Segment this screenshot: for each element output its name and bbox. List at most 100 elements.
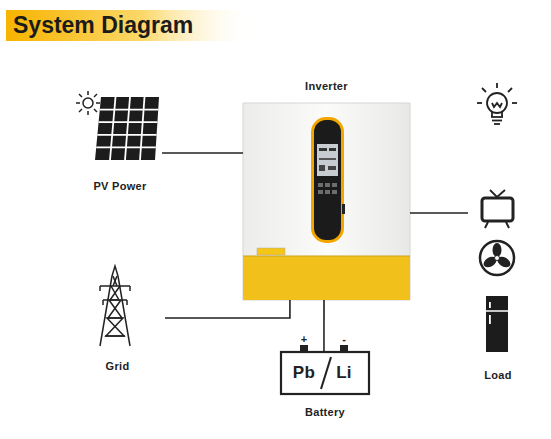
panel-grid-line xyxy=(97,134,156,136)
sun-ray xyxy=(79,109,82,112)
lcd-segment xyxy=(328,166,336,170)
node-label: Inverter xyxy=(243,78,410,94)
grid-node: Grid xyxy=(70,262,165,374)
bulb-icon xyxy=(477,83,517,124)
connector-line xyxy=(410,212,468,214)
fridge-handle xyxy=(489,315,491,324)
sun-ray xyxy=(87,91,89,95)
node-label: Battery xyxy=(278,404,372,420)
fridge-door-split xyxy=(486,310,508,312)
tower-peak xyxy=(112,266,118,276)
tower-lattice xyxy=(113,276,117,286)
panel-button xyxy=(325,190,330,194)
panel-grid-line xyxy=(100,109,158,111)
battery-chemistry: Li xyxy=(329,363,359,383)
tv-stand xyxy=(485,222,488,228)
display-panel xyxy=(314,120,341,240)
fan-hub xyxy=(495,256,500,261)
fridge-handle xyxy=(489,302,491,308)
battery-node: Pb LiBattery xyxy=(278,352,372,422)
node-label: Load xyxy=(468,367,528,383)
inverter-illustration xyxy=(243,103,410,300)
sun-disc xyxy=(83,98,93,108)
panel-grid-line xyxy=(110,97,116,160)
display-notch xyxy=(342,204,345,214)
bulb-ray xyxy=(482,88,486,92)
tower-lattice xyxy=(110,286,120,300)
bulb-base xyxy=(492,120,502,122)
bulb-glass xyxy=(487,93,507,113)
bulb-base xyxy=(494,123,500,125)
fan-guard xyxy=(480,241,514,275)
sun-icon xyxy=(76,91,100,115)
tower-lattice xyxy=(106,300,125,336)
sun-ray xyxy=(87,111,89,115)
diagram-title: System Diagram xyxy=(13,12,193,39)
inverter-node: Inverter xyxy=(243,78,410,300)
transmission-tower-icon xyxy=(100,266,130,346)
bulb-ray xyxy=(477,102,482,104)
sun-ray xyxy=(94,109,97,112)
connector-line xyxy=(165,300,290,318)
node-label: Grid xyxy=(70,358,165,374)
tower-arm xyxy=(100,285,130,287)
solar-panel-icon xyxy=(95,97,159,160)
terminal-sign: + xyxy=(299,334,309,344)
title-band xyxy=(6,10,256,41)
panel-grid xyxy=(96,97,158,160)
bulb-ray xyxy=(496,83,498,88)
battery-slash xyxy=(321,357,331,389)
inverter-seam xyxy=(243,256,410,257)
lcd-segment xyxy=(319,158,336,160)
lcd-segment xyxy=(329,148,336,151)
node-label: PV Power xyxy=(78,178,162,194)
sun-ray xyxy=(96,102,100,104)
sun-ray xyxy=(79,94,82,97)
tv-antenna xyxy=(490,190,497,197)
lcd-segment xyxy=(319,148,327,151)
tv-icon xyxy=(482,190,513,228)
warning-sticker xyxy=(257,248,285,255)
sun-ray xyxy=(94,94,97,97)
inverter-base xyxy=(243,256,410,300)
tower-insulator xyxy=(99,286,101,291)
battery-case xyxy=(281,352,369,394)
panel-grid-line xyxy=(96,146,156,148)
fan-blade xyxy=(493,243,502,257)
tower-insulator xyxy=(129,286,131,291)
tv-stand xyxy=(506,222,509,228)
tv-screen xyxy=(482,198,513,221)
bulb-base xyxy=(491,116,503,118)
bulb-ray xyxy=(508,88,512,92)
terminal-sign: - xyxy=(339,334,349,344)
panel-button xyxy=(318,183,323,187)
panel-button xyxy=(318,190,323,194)
fridge-body xyxy=(486,296,508,352)
tv-antenna xyxy=(497,190,505,197)
panel-button xyxy=(325,183,330,187)
battery-chemistry: Pb xyxy=(287,363,321,383)
fan-icon xyxy=(480,241,514,275)
sun-ray xyxy=(76,102,80,104)
pv-node: PV Power xyxy=(78,92,162,194)
connector-line xyxy=(323,300,325,352)
inverter-body xyxy=(243,103,410,300)
bulb-filament xyxy=(492,103,502,107)
connector-line xyxy=(162,152,243,154)
panel-grid-line xyxy=(140,97,145,160)
bulb-ray xyxy=(512,102,517,104)
tower-insulator xyxy=(126,300,128,305)
display-bezel xyxy=(311,117,344,243)
panel-grid-line xyxy=(125,97,130,160)
panel-grid-line xyxy=(99,121,158,123)
tower-insulator xyxy=(102,300,104,305)
lcd-screen xyxy=(317,144,338,176)
fridge-icon xyxy=(486,296,508,352)
panel-button xyxy=(332,190,337,194)
panel-body xyxy=(95,97,159,160)
panel-button xyxy=(332,183,337,187)
tower-lattice xyxy=(113,276,117,286)
load-node: Load xyxy=(468,78,528,384)
